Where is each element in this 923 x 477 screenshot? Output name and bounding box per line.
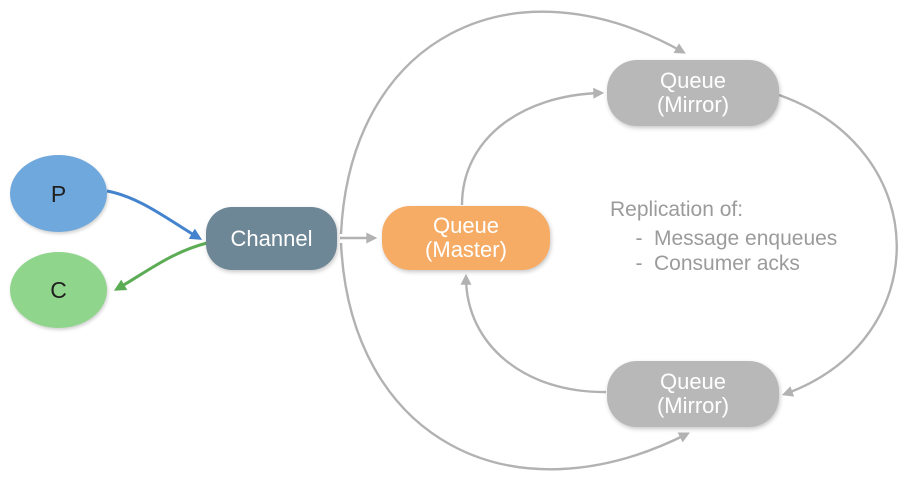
queue-mirror-bottom-label-line1: Queue (659, 369, 727, 394)
edge-mirror-bottom-to-master (460, 273, 607, 394)
edge-channel-to-mirror-bottom (339, 242, 690, 471)
edge-channel-to-mirror-top (339, 10, 686, 235)
edge-channel-to-consumer (113, 241, 208, 291)
replication-annotation: Replication of: - Message enqueues - Con… (610, 197, 837, 276)
annotation-bullet: - (635, 252, 643, 275)
queue-mirror-bottom-label-line2: (Mirror) (656, 393, 730, 418)
producer-node: P (10, 155, 107, 232)
annotation-item-label: Consumer acks (654, 252, 800, 275)
edge-master-to-mirror-top (460, 87, 605, 206)
annotation-item-label: Message enqueues (654, 227, 838, 250)
queue-master-label-line1: Queue (432, 213, 500, 238)
queue-master-node: Queue (Master) (382, 206, 550, 270)
queue-mirror-bottom-node: Queue (Mirror) (607, 361, 779, 427)
annotation-item-enqueues: - Message enqueues (610, 226, 838, 251)
consumer-node: C (10, 252, 107, 328)
annotation-bullet: - (635, 227, 643, 250)
channel-label: Channel (230, 225, 313, 251)
producer-label: P (50, 180, 67, 207)
edge-producer-to-channel (106, 189, 203, 240)
annotation-item-acks: - Consumer acks (610, 251, 837, 276)
consumer-label: C (50, 277, 67, 303)
edge-mirror-top-to-mirror-bottom (778, 93, 898, 397)
queue-master-label-line2: (Master) (425, 237, 507, 262)
annotation-title: Replication of: (610, 198, 744, 221)
queue-mirror-top-node: Queue (Mirror) (607, 60, 779, 126)
queue-mirror-top-label-line1: Queue (659, 68, 727, 93)
queue-mirror-top-label-line2: (Mirror) (656, 92, 730, 117)
channel-node: Channel (206, 207, 337, 270)
